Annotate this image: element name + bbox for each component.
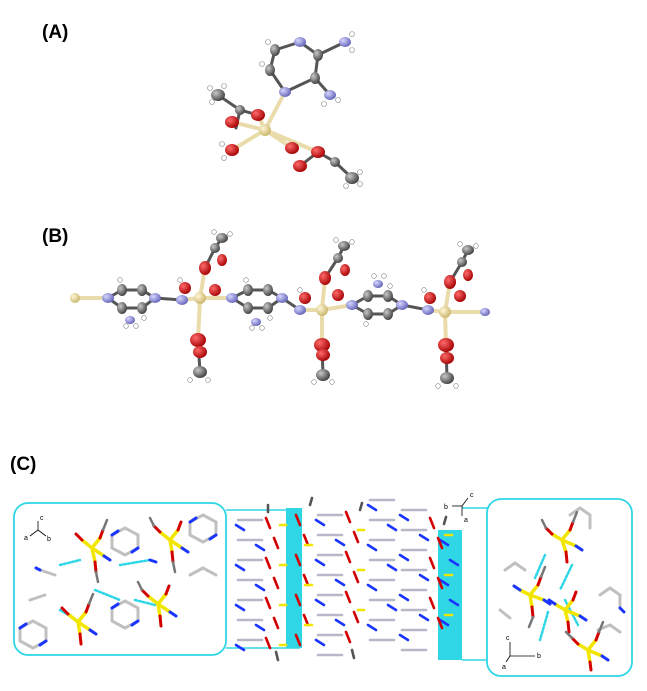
oxygen-atom — [251, 109, 265, 121]
carbon-atom — [235, 105, 245, 115]
left-inset-structure — [18, 513, 218, 650]
axis-label: b — [444, 504, 448, 511]
oxygen-atom — [293, 160, 307, 172]
metal-atom — [70, 293, 80, 303]
axis-label: c — [470, 492, 474, 499]
metal-atom — [194, 292, 206, 304]
carbon-atom — [313, 49, 323, 61]
carbon-atom — [330, 157, 340, 167]
carbon-atom — [310, 72, 320, 84]
panel-label-a: (A) — [42, 22, 69, 43]
panel-b-chain — [70, 229, 490, 389]
axis-label: c — [506, 635, 510, 642]
metal-atom — [316, 304, 328, 316]
metal-atom — [259, 124, 271, 136]
left-inset-axes — [29, 521, 47, 537]
nitrogen-atom — [339, 37, 351, 47]
oxygen-atom — [311, 146, 325, 158]
right-inset-structure — [498, 506, 626, 672]
right-inset-frame — [486, 498, 633, 677]
carbon-atom — [265, 64, 275, 76]
axis-label: a — [502, 664, 506, 671]
oxygen-atom — [285, 142, 299, 154]
axis-label: a — [464, 517, 468, 524]
axis-label: b — [537, 653, 541, 660]
metal-atom — [439, 306, 451, 318]
carbon-atom — [345, 172, 359, 184]
carbon-atom — [211, 89, 225, 101]
oxygen-atom — [225, 116, 239, 128]
carbon-atom — [270, 44, 280, 56]
nitrogen-atom — [294, 37, 306, 47]
nitrogen-atom — [324, 90, 336, 100]
highlight-column — [438, 530, 462, 660]
packing-diagram — [234, 496, 462, 662]
axis-label: b — [47, 536, 51, 543]
middle-axes — [452, 497, 469, 516]
panel-label-b: (B) — [42, 226, 69, 247]
right-inset-axes — [505, 642, 535, 663]
axis-label: a — [24, 535, 28, 542]
panel-a-molecule — [207, 31, 363, 189]
axis-label: c — [40, 515, 44, 522]
nitrogen-atom — [279, 87, 291, 97]
oxygen-atom — [225, 144, 239, 156]
panel-label-c: (C) — [10, 454, 37, 475]
highlight-column — [286, 508, 302, 648]
